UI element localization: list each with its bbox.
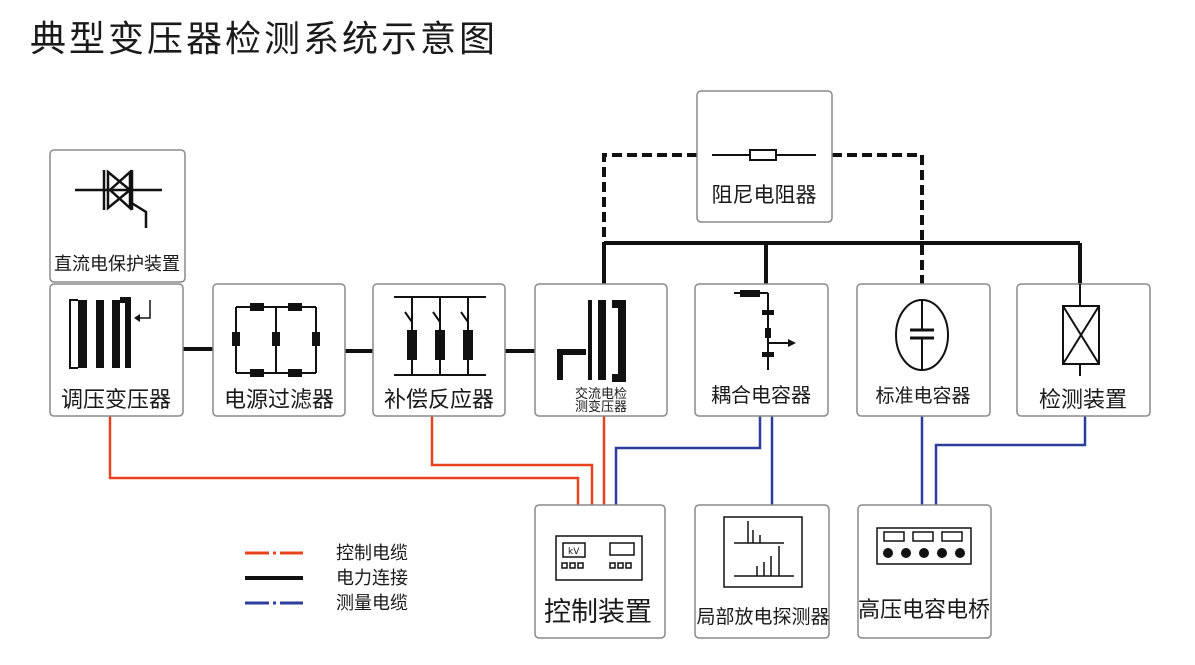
label-coupling-capacitor: 耦合电容器 — [711, 383, 811, 407]
diagram-title: 典型变压器检测系统示意图 — [30, 19, 499, 60]
block-hv-capacitance-bridge: 高压电容电桥 — [857, 504, 992, 639]
damping-connections — [602, 153, 924, 284]
label-test-device: 检测装置 — [1039, 388, 1127, 413]
block-test-device: 检测装置 — [1016, 283, 1151, 417]
filter-components — [232, 303, 320, 377]
legend: 控制电缆 电力连接 测量电缆 — [245, 543, 408, 614]
label-ac-test-transformer-2: 测变压器 — [575, 399, 627, 415]
legend-label-power: 电力连接 — [336, 568, 408, 589]
thyristor-icon — [75, 169, 162, 228]
block-damping-resistor: 阻尼电阻器 — [696, 90, 833, 223]
label-power-filter: 电源过滤器 — [224, 388, 334, 413]
block-dc-protection: 直流电保护装置 — [49, 149, 186, 283]
power-connections — [183, 241, 1082, 353]
coupling-capacitor-parts — [740, 290, 796, 357]
label-kv: kV — [568, 547, 580, 557]
bridge-panel-icon — [876, 527, 972, 565]
legend-item-power: 电力连接 — [245, 568, 408, 589]
label-standard-capacitor: 标准电容器 — [875, 385, 970, 407]
legend-label-measure-cable: 测量电缆 — [336, 593, 408, 614]
block-power-filter: 电源过滤器 — [212, 283, 346, 417]
legend-item-control-cable: 控制电缆 — [245, 543, 408, 564]
label-compensation-reactor: 补偿反应器 — [384, 388, 494, 413]
test-device-icon — [1062, 284, 1100, 376]
legend-label-control-cable: 控制电缆 — [336, 543, 408, 564]
block-ac-test-transformer: 交流电检 测变压器 — [534, 283, 668, 417]
label-damping-resistor: 阻尼电阻器 — [712, 183, 817, 207]
block-compensation-reactor: 补偿反应器 — [372, 283, 506, 417]
block-regulating-transformer: 调压变压器 — [49, 283, 184, 417]
legend-item-measure-cable: 测量电缆 — [245, 593, 408, 614]
label-control-device: 控制装置 — [544, 597, 652, 628]
label-regulating-transformer: 调压变压器 — [61, 388, 171, 413]
block-coupling-capacitor: 耦合电容器 — [694, 283, 829, 417]
label-ac-test-transformer-1: 交流电检 — [575, 386, 627, 402]
block-standard-capacitor: 标准电容器 — [856, 283, 991, 417]
measure-cables — [614, 416, 1087, 505]
label-dc-protection: 直流电保护装置 — [54, 254, 180, 275]
standard-capacitor-icon — [895, 299, 949, 371]
pd-waveform-icon — [723, 516, 803, 588]
regulating-transformer-icon — [69, 297, 151, 369]
label-pd-detector: 局部放电探测器 — [696, 606, 829, 628]
control-panel-icon — [555, 535, 643, 581]
reactor-coils — [407, 330, 473, 360]
bridge-knobs — [883, 548, 965, 558]
label-hv-capacitance-bridge: 高压电容电桥 — [858, 598, 990, 623]
test-transformer-icon — [557, 300, 626, 382]
block-control-device: kV 控制装置 — [534, 504, 666, 639]
resistor-icon — [712, 149, 816, 161]
block-pd-detector: 局部放电探测器 — [694, 504, 830, 639]
control-cables — [108, 416, 606, 505]
